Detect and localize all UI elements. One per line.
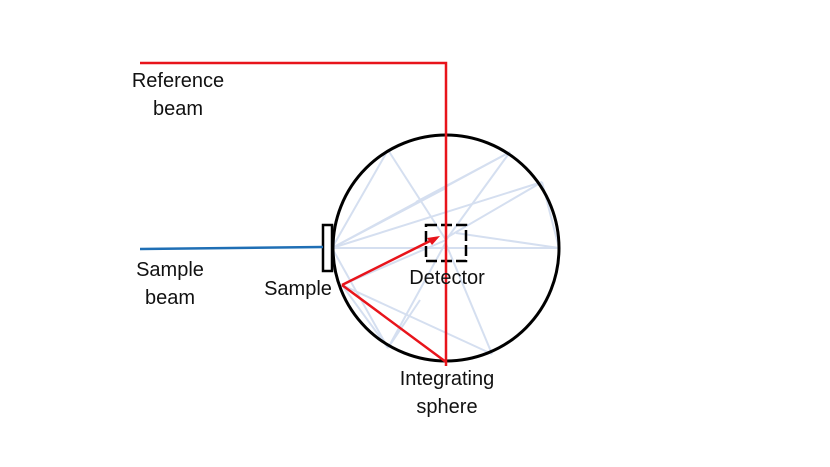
integrating-sphere-label-line2: sphere <box>416 396 478 418</box>
reference-beam-label-line2: beam <box>152 98 204 120</box>
integrating-sphere-label: Integrating sphere <box>372 365 522 421</box>
sample-beam-label: Sample beam <box>110 256 230 312</box>
reference-beam-label-line1: Reference <box>131 70 225 92</box>
red-arrow-head <box>427 236 440 245</box>
sample-holder <box>321 223 334 273</box>
reflected-red-path <box>341 238 447 364</box>
sample-beam-label-line2: beam <box>144 287 196 309</box>
sample-label: Sample <box>264 278 332 300</box>
reference-beam-label: Reference beam <box>118 67 238 123</box>
integrating-sphere-label-line1: Integrating <box>399 368 495 390</box>
sample-beam-label-line1: Sample <box>136 259 204 281</box>
reference-beam-line <box>140 61 448 366</box>
sample-beam-line <box>139 245 324 251</box>
detector-label: Detector <box>409 267 485 289</box>
